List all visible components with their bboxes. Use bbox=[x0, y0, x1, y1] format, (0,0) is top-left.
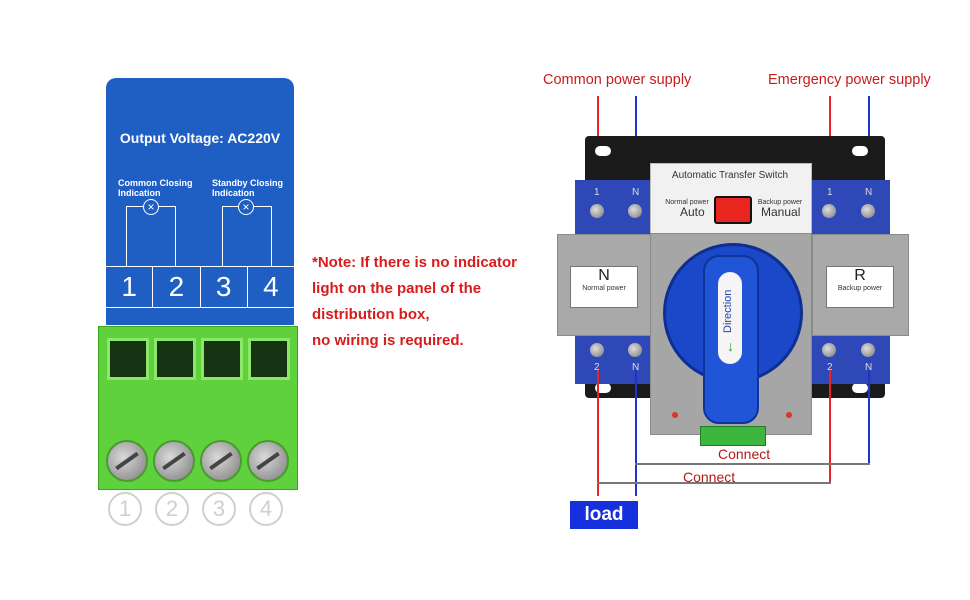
note-line: light on the panel of the bbox=[312, 280, 482, 297]
backup-power-label: Backup power bbox=[837, 285, 883, 292]
screw-icon bbox=[200, 440, 242, 482]
bottom-right-terminal bbox=[812, 332, 890, 384]
lamp-icon: × bbox=[238, 199, 254, 215]
terminal-number: 2 bbox=[153, 267, 201, 307]
terminal-screw-icon bbox=[628, 343, 642, 357]
terminal-screw-icon bbox=[861, 204, 875, 218]
auto-label: Auto bbox=[680, 205, 705, 219]
connect-label: Connect bbox=[683, 469, 736, 485]
mount-hole bbox=[595, 383, 611, 393]
status-led bbox=[786, 412, 792, 418]
load-live-wire bbox=[597, 370, 599, 496]
terminal-mark: 1 bbox=[594, 187, 600, 198]
terminal-mark: N bbox=[632, 362, 640, 373]
wiring-line-a bbox=[126, 206, 176, 267]
screw-icon bbox=[153, 440, 195, 482]
terminal-screw-icon bbox=[822, 343, 836, 357]
wire-slot bbox=[154, 338, 196, 380]
terminal-number: 4 bbox=[263, 271, 279, 302]
indicator-terminal-strip bbox=[700, 426, 766, 446]
terminal-screw-icon bbox=[861, 343, 875, 357]
standby-closing-label: Standby Closing Indication bbox=[212, 178, 284, 198]
load-label: load bbox=[570, 501, 638, 529]
normal-letter: N bbox=[598, 267, 610, 284]
wire-slot bbox=[248, 338, 290, 380]
output-voltage-label: Output Voltage: AC220V bbox=[119, 130, 281, 146]
lamp-icon: × bbox=[143, 199, 159, 215]
common-closing-label: Common Closing Indication bbox=[118, 178, 193, 198]
terminal-mark: 2 bbox=[594, 362, 600, 373]
wire-slot bbox=[201, 338, 243, 380]
bottom-left-terminal bbox=[575, 332, 653, 384]
wire-slot bbox=[107, 338, 149, 380]
direction-window bbox=[718, 272, 742, 364]
note-line: distribution box, bbox=[312, 306, 430, 323]
common-power-supply-label: Common power supply bbox=[543, 72, 692, 88]
terminal-screw-icon bbox=[628, 204, 642, 218]
screw-icon bbox=[106, 440, 148, 482]
backup-letter: R bbox=[854, 267, 866, 284]
terminal-number-row: 1 2 3 4 bbox=[106, 266, 294, 308]
arrow-down-icon: ↓ bbox=[727, 338, 734, 354]
terminal-mark: N bbox=[865, 362, 873, 373]
live-connect-line bbox=[597, 482, 831, 484]
terminal-number: 3 bbox=[201, 267, 248, 307]
direction-label: Direction bbox=[722, 289, 734, 333]
emergency-power-supply-label: Emergency power supply bbox=[768, 72, 931, 88]
bottom-terminal-number: 2 bbox=[155, 492, 189, 526]
bottom-terminal-number: 4 bbox=[249, 492, 283, 526]
bottom-terminal-number: 3 bbox=[202, 492, 236, 526]
bottom-terminal-number: 1 bbox=[108, 492, 142, 526]
load-neutral-wire bbox=[635, 370, 637, 496]
normal-power-label: Normal power bbox=[582, 285, 626, 292]
manual-label: Manual bbox=[761, 205, 801, 219]
terminal-mark: 1 bbox=[827, 187, 833, 198]
normal-power-small-label: Normal power bbox=[665, 199, 709, 206]
backup-live-link bbox=[829, 370, 831, 482]
normal-power-plate: N Normal power bbox=[570, 266, 638, 308]
mount-hole bbox=[852, 383, 868, 393]
wiring-note: *Note: If there is no indicator light on… bbox=[312, 250, 552, 354]
wiring-line-b bbox=[222, 206, 272, 267]
neutral-connect-line bbox=[635, 463, 870, 465]
terminal-screw-icon bbox=[590, 343, 604, 357]
terminal-screw-icon bbox=[590, 204, 604, 218]
backup-neutral-link bbox=[868, 370, 870, 464]
backup-power-small-label: Backup power bbox=[757, 199, 803, 206]
note-line: *Note: If there is no indicator bbox=[312, 254, 518, 271]
switch-title: Automatic Transfer Switch bbox=[671, 170, 789, 181]
connect-label: Connect bbox=[718, 446, 771, 462]
terminal-mark: N bbox=[632, 187, 640, 198]
terminal-screw-icon bbox=[822, 204, 836, 218]
terminal-number: 1 bbox=[106, 267, 154, 307]
backup-power-plate: R Backup power bbox=[826, 266, 894, 308]
screw-icon bbox=[247, 440, 289, 482]
note-line: no wiring is required. bbox=[312, 332, 464, 349]
terminal-mark: 2 bbox=[827, 362, 833, 373]
terminal-mark: N bbox=[865, 187, 873, 198]
auto-manual-toggle[interactable] bbox=[714, 196, 752, 224]
status-led bbox=[672, 412, 678, 418]
mount-hole bbox=[595, 146, 611, 156]
mount-hole bbox=[852, 146, 868, 156]
